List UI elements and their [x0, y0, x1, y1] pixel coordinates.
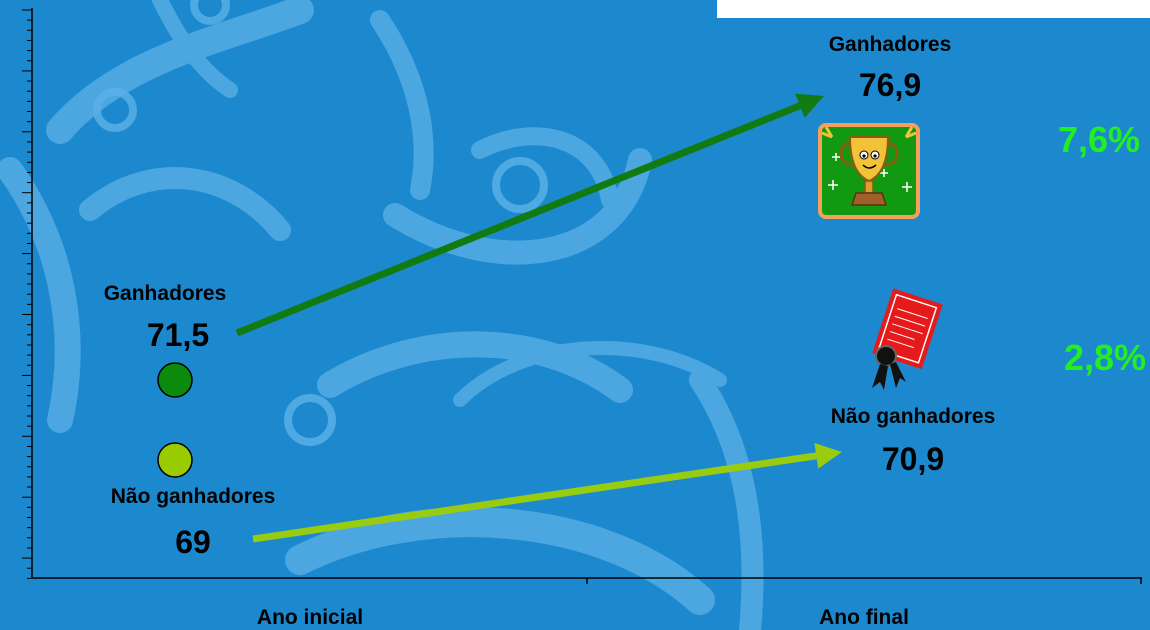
- series-label-nao-ganhadores-start: Não ganhadores: [111, 485, 276, 508]
- value-label-ganhadores-start: 71,5: [147, 317, 209, 353]
- change-ganhadores: 7,6%: [1058, 119, 1140, 160]
- point-ganhadores-ano-inicial: [157, 362, 193, 398]
- x-label-ano-inicial: Ano inicial: [257, 606, 363, 629]
- top-white-box: [717, 0, 1150, 18]
- value-label-nao-ganhadores-start: 69: [175, 524, 211, 560]
- y-axis-ticks: [22, 9, 32, 579]
- value-label-ganhadores-end: 76,9: [859, 67, 921, 103]
- x-label-ano-final: Ano final: [819, 606, 909, 629]
- value-label-nao-ganhadores-end: 70,9: [882, 441, 944, 477]
- series-label-ganhadores-start: Ganhadores: [104, 282, 227, 305]
- arrow-ganhadores: [235, 93, 824, 337]
- arrow-nao-ganhadores: [252, 442, 842, 543]
- trophy-icon: [818, 123, 920, 219]
- certificate-ribbon-icon: [872, 288, 943, 390]
- series-label-nao-ganhadores-end: Não ganhadores: [831, 405, 996, 428]
- change-nao-ganhadores: 2,8%: [1064, 337, 1146, 378]
- series-label-ganhadores-end: Ganhadores: [829, 33, 952, 56]
- point-nao-ganhadores-ano-inicial: [157, 442, 193, 478]
